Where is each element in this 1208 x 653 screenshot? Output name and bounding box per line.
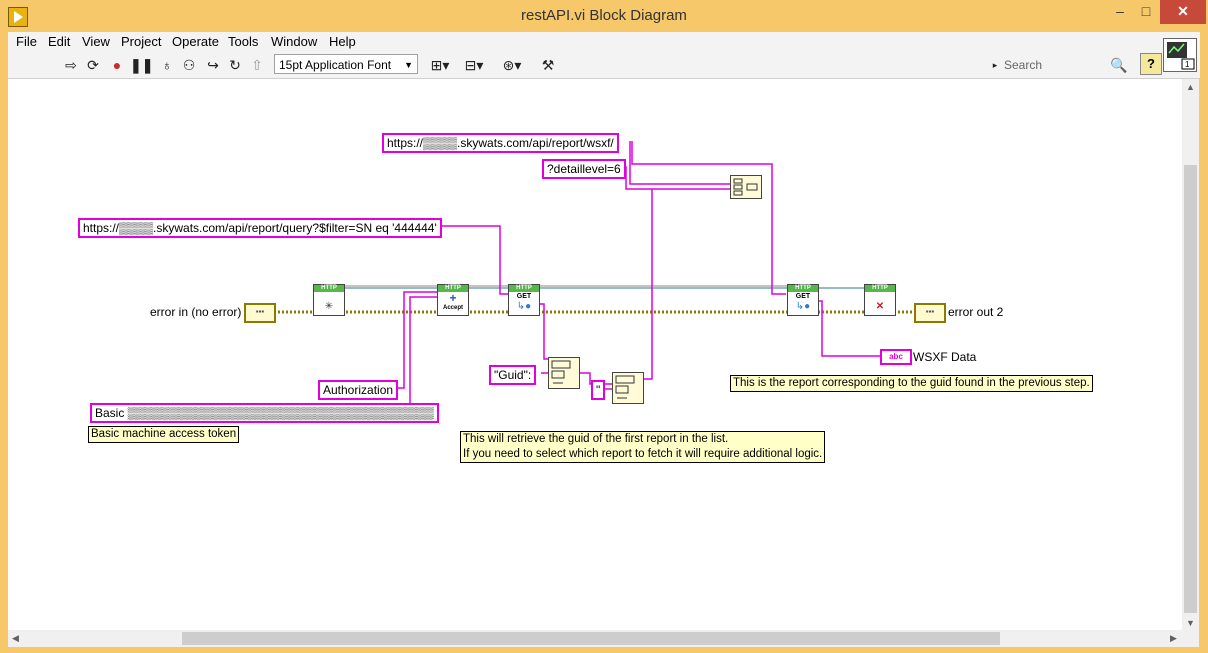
add-header-plus-icon: + — [449, 291, 457, 305]
block-diagram-canvas[interactable]: https://▒▒▒▒.skywats.com/api/report/wsxf… — [8, 79, 1182, 630]
http-node-header: HTTP — [865, 285, 895, 292]
font-select-value: 15pt Application Font — [279, 58, 392, 72]
http-get-wsxf-node[interactable]: HTTP GET ↳● — [787, 284, 819, 316]
concatenate-icon — [733, 178, 758, 196]
scrollbar-corner — [1182, 630, 1199, 647]
match-pattern-icon — [551, 360, 571, 384]
error-out-label: error out 2 — [948, 305, 1004, 319]
refnum-wire[interactable] — [343, 285, 788, 289]
guid-comment-line1: This will retrieve the guid of the first… — [463, 433, 729, 445]
get-label: GET — [516, 293, 532, 300]
menu-project[interactable]: Project — [121, 34, 162, 49]
close-handle-icon: ✕ — [875, 301, 885, 312]
horizontal-scroll-thumb[interactable] — [182, 632, 1000, 645]
retain-wire-values-icon[interactable]: ⚇ — [182, 57, 196, 73]
title-bar: restAPI.vi Block Diagram – □ ✕ — [0, 0, 1208, 32]
guid-comment: This will retrieve the guid of the first… — [460, 431, 826, 463]
vi-icon[interactable]: 1 — [1163, 38, 1197, 72]
authorization-constant[interactable]: Authorization — [318, 380, 399, 400]
svg-text:1: 1 — [1185, 60, 1190, 69]
menu-operate[interactable]: Operate — [172, 34, 219, 49]
search-icon[interactable]: 🔍 — [1110, 57, 1128, 73]
http-get-query-node[interactable]: HTTP GET ↳● — [508, 284, 540, 316]
menu-view[interactable]: View — [82, 34, 110, 49]
http-close-handle-node[interactable]: HTTP ✕ — [864, 284, 896, 316]
detail-level-constant[interactable]: ?detaillevel=6 — [542, 159, 626, 179]
run-arrow-icon[interactable]: ⇨ — [65, 57, 77, 73]
menu-edit[interactable]: Edit — [48, 34, 71, 49]
http-node-header: HTTP — [314, 285, 344, 292]
reorder-icon[interactable]: ⊛▾ — [502, 57, 522, 73]
menu-bar: File Edit View Project Operate Tools Win… — [8, 32, 1200, 52]
run-continuously-icon[interactable]: ⟳ — [87, 57, 99, 73]
match-pattern-quote-node[interactable] — [612, 372, 644, 404]
search-expand-icon[interactable]: ▸ — [992, 60, 998, 70]
wsxf-data-label: WSXF Data — [913, 350, 977, 364]
step-over-icon[interactable]: ↻ — [229, 57, 241, 73]
error-in-terminal[interactable]: ▪▪▪ — [244, 303, 276, 323]
highlight-execution-icon[interactable]: ♁ — [161, 57, 173, 73]
match-pattern-icon — [615, 375, 635, 399]
scroll-down-icon[interactable]: ▼ — [1186, 618, 1195, 628]
distribute-objects-icon[interactable]: ⊟▾ — [464, 57, 484, 73]
match-pattern-guid-node[interactable] — [548, 357, 580, 389]
scroll-up-icon[interactable]: ▲ — [1186, 82, 1195, 92]
step-into-icon[interactable]: ↪ — [207, 57, 219, 73]
get-label: GET — [795, 293, 811, 300]
vertical-scroll-thumb[interactable] — [1184, 165, 1197, 613]
step-out-icon[interactable]: ⇧ — [251, 57, 263, 73]
clean-up-diagram-icon[interactable]: ⚒ — [541, 57, 555, 73]
token-comment: Basic machine access token — [88, 426, 240, 443]
http-node-header: HTTP — [788, 285, 818, 292]
http-node-header: HTTP — [438, 285, 468, 292]
align-objects-icon[interactable]: ⊞▾ — [430, 57, 450, 73]
concatenate-strings-node[interactable] — [730, 175, 762, 199]
maximize-button[interactable]: □ — [1141, 3, 1151, 19]
font-select[interactable]: 15pt Application Font ▼ — [274, 54, 418, 74]
menu-file[interactable]: File — [16, 34, 37, 49]
abort-icon[interactable]: ● — [112, 57, 122, 73]
vi-icon-graphic: 1 — [1167, 42, 1195, 70]
error-out-terminal[interactable]: ▪▪▪ — [914, 303, 946, 323]
labview-app-icon — [8, 7, 28, 27]
toolbar: ⇨ ⟳ ● ❚❚ ♁ ⚇ ↪ ↻ ⇧ 15pt Application Font… — [8, 52, 1200, 79]
search-input[interactable]: Search — [1004, 58, 1043, 72]
http-open-handle-node[interactable]: HTTP ✳ — [313, 284, 345, 316]
error-in-label: error in (no error) — [150, 305, 242, 319]
basic-token-constant[interactable]: Basic ▒▒▒▒▒▒▒▒▒▒▒▒▒▒▒▒▒▒▒▒▒▒▒▒▒▒▒▒▒▒▒▒▒▒… — [90, 403, 439, 423]
menu-help[interactable]: Help — [329, 34, 356, 49]
query-url-constant[interactable]: https://▒▒▒▒.skywats.com/api/report/quer… — [78, 218, 442, 238]
close-button[interactable]: ✕ — [1160, 0, 1206, 24]
accept-label: Accept — [442, 305, 463, 311]
wsxf-data-indicator[interactable]: abc — [880, 349, 912, 365]
http-node-header: HTTP — [509, 285, 539, 292]
menu-window[interactable]: Window — [271, 34, 318, 49]
chevron-down-icon: ▼ — [404, 60, 413, 70]
minimize-button[interactable]: – — [1116, 3, 1124, 19]
report-comment: This is the report corresponding to the … — [730, 375, 1093, 392]
wsxf-url-constant[interactable]: https://▒▒▒▒.skywats.com/api/report/wsxf… — [382, 133, 619, 153]
open-handle-icon: ✳ — [324, 301, 334, 312]
guid-key-constant[interactable]: "Guid": — [489, 365, 537, 385]
pause-icon[interactable]: ❚❚ — [130, 57, 154, 73]
http-add-header-node[interactable]: HTTP + Accept — [437, 284, 469, 316]
globe-icon: ↳● — [795, 301, 811, 312]
string-wires[interactable] — [396, 141, 880, 410]
globe-icon: ↳● — [516, 301, 532, 312]
quote-constant[interactable]: " — [591, 380, 606, 400]
scroll-right-icon[interactable]: ▶ — [1170, 633, 1177, 643]
menu-tools[interactable]: Tools — [228, 34, 259, 49]
scroll-left-icon[interactable]: ◀ — [12, 633, 19, 643]
guid-comment-line2: If you need to select which report to fe… — [463, 448, 823, 460]
window-title: restAPI.vi Block Diagram — [521, 7, 687, 24]
context-help-button[interactable]: ? — [1140, 53, 1162, 75]
